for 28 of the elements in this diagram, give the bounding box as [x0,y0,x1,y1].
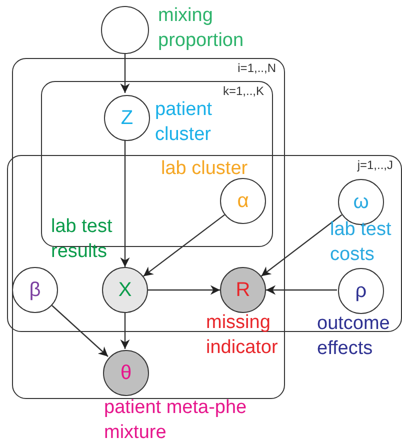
variable-symbol: ω [353,192,369,212]
variable-symbol: X [118,280,132,300]
plate-index-label: i=1,..,N [238,61,276,75]
plate-index-label: j=1,..,J [357,158,393,172]
variable-caption: missing indicator [206,311,279,360]
variable-symbol: θ [120,363,132,383]
arrow [120,139,130,267]
variable-symbol: α [237,191,249,211]
variable-caption: patient meta-phe mixture [104,396,248,445]
variable-symbol: β [29,280,41,300]
variable-caption: lab cluster [161,157,249,181]
variable-caption: lab test results [51,215,114,264]
variable-symbol: Z [120,108,134,128]
variable-symbol: R [236,280,250,300]
arrow [52,305,108,357]
variable-caption: patient cluster [155,98,214,147]
arrow [120,313,130,349]
variable-symbol: ρ [355,281,367,301]
arrow [148,285,220,295]
variable-caption: mixing proportion [158,4,245,53]
arrow [120,54,130,93]
arrow [266,285,337,295]
arrow [143,214,225,277]
variable-caption: outcome effects [317,312,391,361]
variable-caption: lab test costs [330,218,392,267]
variable-circle [12,267,58,313]
plate-index-label: k=1,..,K [222,84,264,98]
arrow [260,214,342,277]
